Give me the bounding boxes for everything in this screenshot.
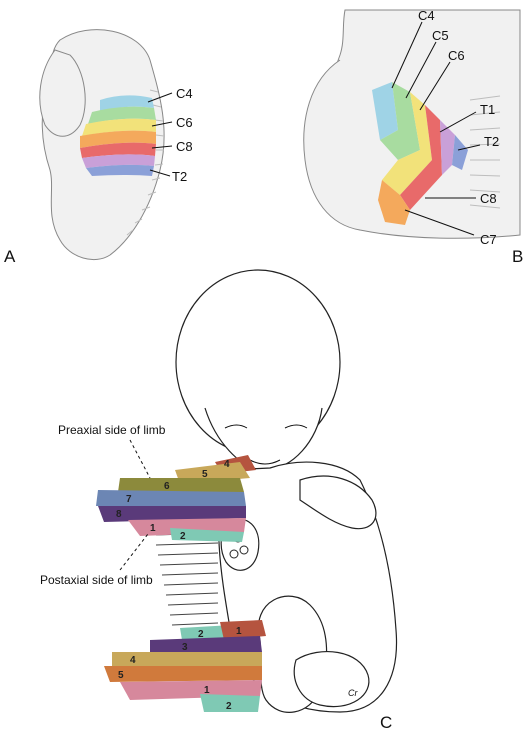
panel-c-lower-band-l1 <box>220 620 266 640</box>
panel-c-signature: Cr <box>348 688 358 698</box>
panel-b-head-outline <box>303 59 361 231</box>
panel-a-leader-c4 <box>147 92 173 103</box>
panel-a-leader-t2 <box>149 169 171 177</box>
panel-c-upper-band-t2 <box>170 528 244 542</box>
panel-c-upper-num-c8: 8 <box>116 509 122 520</box>
panel-b-label-t2: T2 <box>484 134 499 149</box>
panel-a-somites <box>126 89 165 236</box>
panel-b-band-t2b <box>452 135 468 170</box>
panel-c-upper-num-c4: 4 <box>224 459 230 470</box>
panel-b-leader-t2 <box>457 144 481 151</box>
panel-a-band-4 <box>80 130 156 148</box>
panel-a-band-3 <box>82 118 156 136</box>
panel-a-head-outline <box>39 49 86 137</box>
panel-c-lower-num-f: 1 <box>204 685 210 696</box>
panel-c-lower-limb: 2 1 3 4 5 1 2 <box>104 620 266 712</box>
panel-c-lower-band-l3 <box>150 636 262 654</box>
panel-b-band-c5 <box>380 82 420 160</box>
panel-b-leader-c4 <box>391 21 423 89</box>
panel-c-cord-vessel-2 <box>239 545 249 555</box>
panel-a-label-c8: C8 <box>176 139 193 154</box>
panel-c-lower-num-c: 3 <box>182 642 188 653</box>
panel-b-leader-c7 <box>404 209 475 236</box>
panel-b-letter: B <box>512 247 523 266</box>
panel-b-label-c4: C4 <box>418 8 435 23</box>
panel-b-leader-t1 <box>439 111 477 133</box>
panel-b: C4 C5 C6 T1 T2 C8 C7 B <box>303 8 523 266</box>
panel-c-lower-num-a: 2 <box>198 629 204 640</box>
panel-c-postaxial-label: Postaxial side of limb <box>40 573 153 587</box>
panel-c-upper-num-c6: 6 <box>164 481 170 492</box>
panel-c-letter: C <box>380 713 392 732</box>
panel-c-lower-band-l5 <box>104 666 262 682</box>
panel-c-preaxial-label: Preaxial side of limb <box>58 423 166 437</box>
panel-a-band-1 <box>100 95 154 112</box>
panel-c-postaxial-leader <box>119 533 149 571</box>
panel-a-letter: A <box>4 247 16 266</box>
panel-a-band-5 <box>80 142 156 158</box>
panel-c-lower-band-l4 <box>112 652 262 666</box>
panel-c: 4 5 6 7 8 1 2 2 1 3 4 5 1 2 Preaxial sid… <box>40 269 398 732</box>
panel-c-preaxial-leader <box>129 439 151 479</box>
panel-b-label-t1: T1 <box>480 102 495 117</box>
panel-b-band-c7 <box>378 180 410 225</box>
panel-c-upper-band-c8 <box>98 506 246 522</box>
panel-c-lower-num-e: 5 <box>118 670 124 681</box>
panel-c-lower-num-g: 2 <box>226 701 232 712</box>
panel-b-band-c4 <box>372 82 398 140</box>
panel-b-limb-bud <box>372 82 468 225</box>
panel-a-limb-bud <box>80 95 156 176</box>
panel-a: C4 C6 C8 T2 A <box>4 29 193 266</box>
panel-c-upper-num-t1: 1 <box>150 523 156 534</box>
panel-c-eye-left <box>224 424 248 429</box>
panel-c-cord-vessel-3 <box>229 549 239 559</box>
panel-b-label-c7: C7 <box>480 232 497 247</box>
panel-c-right-arm <box>299 475 377 530</box>
panel-a-label-c6: C6 <box>176 115 193 130</box>
panel-b-label-c5: C5 <box>432 28 449 43</box>
panel-c-upper-num-c5: 5 <box>202 469 208 480</box>
panel-c-upper-num-c7: 7 <box>126 494 132 505</box>
panel-c-upper-limb: 4 5 6 7 8 1 2 <box>96 455 256 542</box>
panel-c-eye-right <box>284 424 308 429</box>
panel-a-leader-c8 <box>151 145 173 149</box>
panel-c-lower-band-s2 <box>200 694 260 712</box>
panel-a-leader-c6 <box>151 121 173 127</box>
panel-b-label-c6: C6 <box>448 48 465 63</box>
panel-b-band-c6 <box>382 92 432 195</box>
panel-a-label-t2: T2 <box>172 169 187 184</box>
panel-b-band-t2 <box>440 120 455 175</box>
panel-c-back-segments <box>155 532 219 626</box>
panel-c-lower-num-d: 4 <box>130 655 136 666</box>
panel-b-leader-c6 <box>419 61 451 111</box>
panel-a-label-c4: C4 <box>176 86 193 101</box>
panel-a-band-2 <box>88 106 156 124</box>
panel-c-foot <box>293 651 370 708</box>
panel-a-band-7 <box>86 164 154 176</box>
panel-c-upper-band-c6 <box>118 478 244 492</box>
panel-c-upper-band-c7 <box>96 490 246 506</box>
panel-b-label-c8: C8 <box>480 191 497 206</box>
panel-b-band-t1 <box>400 105 442 210</box>
panel-a-band-6 <box>82 154 155 168</box>
panel-b-somites <box>469 95 501 209</box>
panel-c-mouth <box>249 459 281 465</box>
panel-b-leader-c5 <box>405 41 437 99</box>
panel-c-lower-num-b: 1 <box>236 626 242 637</box>
panel-c-upper-num-t2: 2 <box>180 531 186 542</box>
